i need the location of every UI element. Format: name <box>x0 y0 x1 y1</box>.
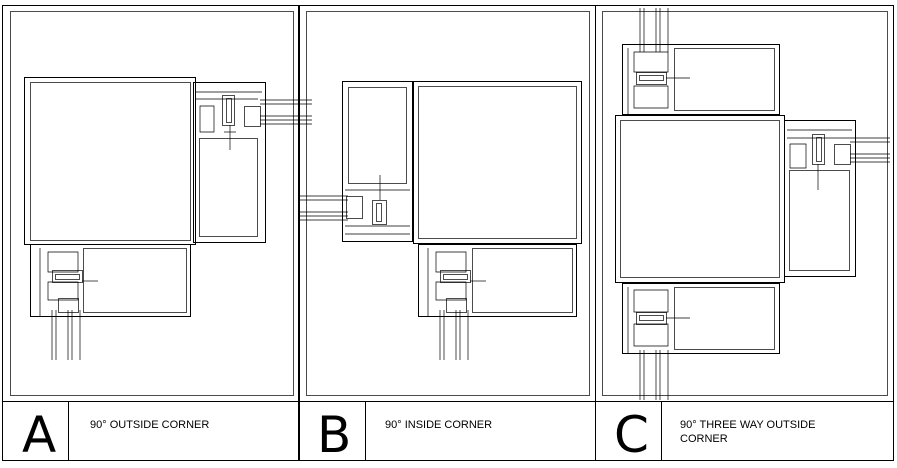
panel-a-letter: A <box>22 406 56 464</box>
detail-c-drawing <box>615 8 890 400</box>
panel-c-caption-line2: CORNER <box>680 433 728 445</box>
panel-c-caption-line1: 90° THREE WAY OUTSIDE <box>680 419 815 431</box>
sheet-frames <box>2 5 894 461</box>
title-block: A 90° OUTSIDE CORNER B 90° INSIDE CORNER… <box>22 406 815 464</box>
detail-a-drawing <box>24 77 312 360</box>
panel-b-letter: B <box>317 406 351 464</box>
panel-c-letter: C <box>614 406 649 464</box>
detail-b-drawing <box>298 81 582 360</box>
panel-a-caption: 90° OUTSIDE CORNER <box>90 419 209 431</box>
panel-b-caption: 90° INSIDE CORNER <box>385 419 492 431</box>
